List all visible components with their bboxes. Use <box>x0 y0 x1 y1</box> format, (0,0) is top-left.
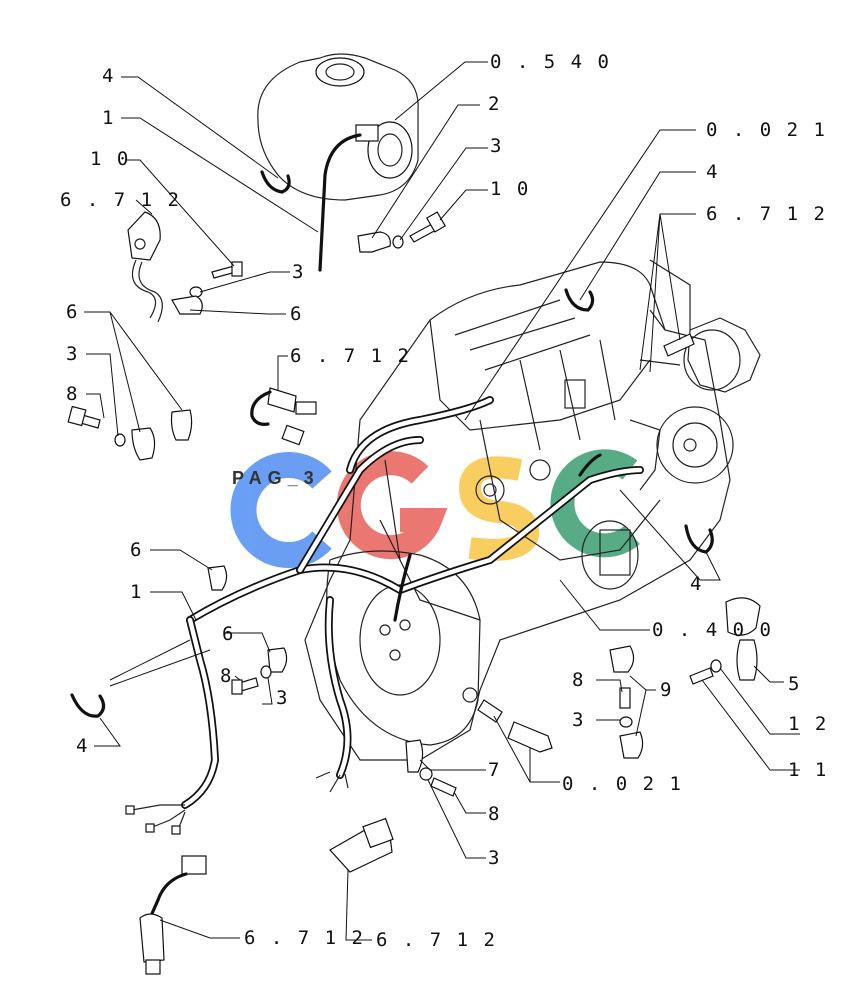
label-11: 1 1 <box>788 759 828 781</box>
label-8-low: 8 <box>220 665 233 687</box>
label-0021-low: 0 . 0 2 1 <box>562 773 683 795</box>
sensor-6712-top-right <box>663 333 695 357</box>
label-3-a: 3 <box>490 135 503 157</box>
label-6-mid: 6 <box>130 539 143 561</box>
clamp-5 <box>736 639 758 681</box>
label-3-b: 3 <box>292 261 305 283</box>
washer-3-low <box>260 665 272 679</box>
label-3-bot: 3 <box>488 847 501 869</box>
clamp-6-left-b <box>170 409 193 441</box>
clamp-9-bottom <box>619 731 644 759</box>
washer-3-bottom <box>419 767 433 781</box>
sensor-0021-b <box>507 721 553 753</box>
label-6712-bot2: 6 . 7 1 2 <box>376 929 497 951</box>
label-7: 7 <box>488 759 501 781</box>
washer-3-mid <box>114 433 126 447</box>
parts <box>67 170 761 975</box>
wiring-harness <box>181 396 644 809</box>
connector-mid <box>281 424 305 446</box>
label-3-left: 3 <box>66 343 79 365</box>
bolt-8-right <box>619 687 631 709</box>
label-3-r: 3 <box>572 709 585 731</box>
turbo-sensor <box>355 124 379 142</box>
label-0400: 0 . 4 0 0 <box>652 619 773 641</box>
label-4-left: 4 <box>76 735 89 757</box>
turbocharger <box>257 53 419 272</box>
watermark-letter-c-blue <box>230 452 332 568</box>
sensor-6712-mid <box>267 387 297 413</box>
label-5: 5 <box>788 673 801 695</box>
label-6712-a: 6 . 7 1 2 <box>60 189 181 211</box>
connector-bottom-left <box>181 855 207 875</box>
sensor-0021-a <box>477 699 503 723</box>
label-1-top: 1 <box>102 107 115 129</box>
washer-3-right <box>619 716 633 728</box>
clamp-2 <box>357 231 391 253</box>
clamp-6-left-a <box>131 427 156 461</box>
bolt-8-bottom <box>430 777 457 797</box>
label-6-left: 6 <box>66 301 79 323</box>
speed-sensor-0400 <box>725 597 761 636</box>
label-6712-bot1: 6 . 7 1 2 <box>244 927 365 949</box>
clamp-7 <box>405 739 424 773</box>
clamp-9-top <box>609 645 635 673</box>
clip-4-left <box>70 693 106 718</box>
label-2: 2 <box>488 93 501 115</box>
clamp-6-low <box>267 647 288 673</box>
watermark-text: PAG_3 <box>232 468 320 488</box>
clip-4-top-right <box>564 288 595 312</box>
label-8-left: 8 <box>66 383 79 405</box>
label-6-a: 6 <box>290 303 303 325</box>
washer-12 <box>710 659 722 673</box>
label-1-mid: 1 <box>130 581 143 603</box>
engine-block <box>304 259 761 761</box>
label-8-r: 8 <box>572 669 585 691</box>
label-6-low: 6 <box>222 623 235 645</box>
clamp-6-mid <box>207 565 228 591</box>
label-0021-top: 0 . 0 2 1 <box>706 119 827 141</box>
watermark-logo <box>230 449 640 568</box>
clip-4-top <box>260 170 291 194</box>
label-10-b: 1 0 <box>490 178 530 200</box>
label-3-low: 3 <box>276 687 289 709</box>
label-8-bot: 8 <box>488 803 501 825</box>
label-4-r2: 4 <box>690 573 703 595</box>
label-9: 9 <box>660 679 673 701</box>
label-6712-b: 6 . 7 1 2 <box>706 203 827 225</box>
label-4-right: 4 <box>706 161 719 183</box>
leader-lines <box>84 61 800 941</box>
clamp-6-top <box>171 295 203 315</box>
screw-11 <box>689 667 714 685</box>
label-4-top: 4 <box>102 65 115 87</box>
watermark-letter-g-red <box>336 451 448 560</box>
label-0540: 0 . 5 4 0 <box>490 51 611 73</box>
watermark-letter-s-yellow <box>458 456 540 561</box>
fan <box>687 317 761 393</box>
callout-labels: 0 . 5 4 0 2 4 1 3 1 0 1 0 0 . 0 2 1 6 . … <box>60 51 828 951</box>
sender-6712-top-left <box>127 211 161 261</box>
label-6712-mid: 6 . 7 1 2 <box>290 345 411 367</box>
label-10-a: 1 0 <box>90 148 130 170</box>
pressure-switch-bottom-left <box>139 913 165 963</box>
clip-4-right <box>684 524 714 554</box>
label-12: 1 2 <box>788 713 828 735</box>
